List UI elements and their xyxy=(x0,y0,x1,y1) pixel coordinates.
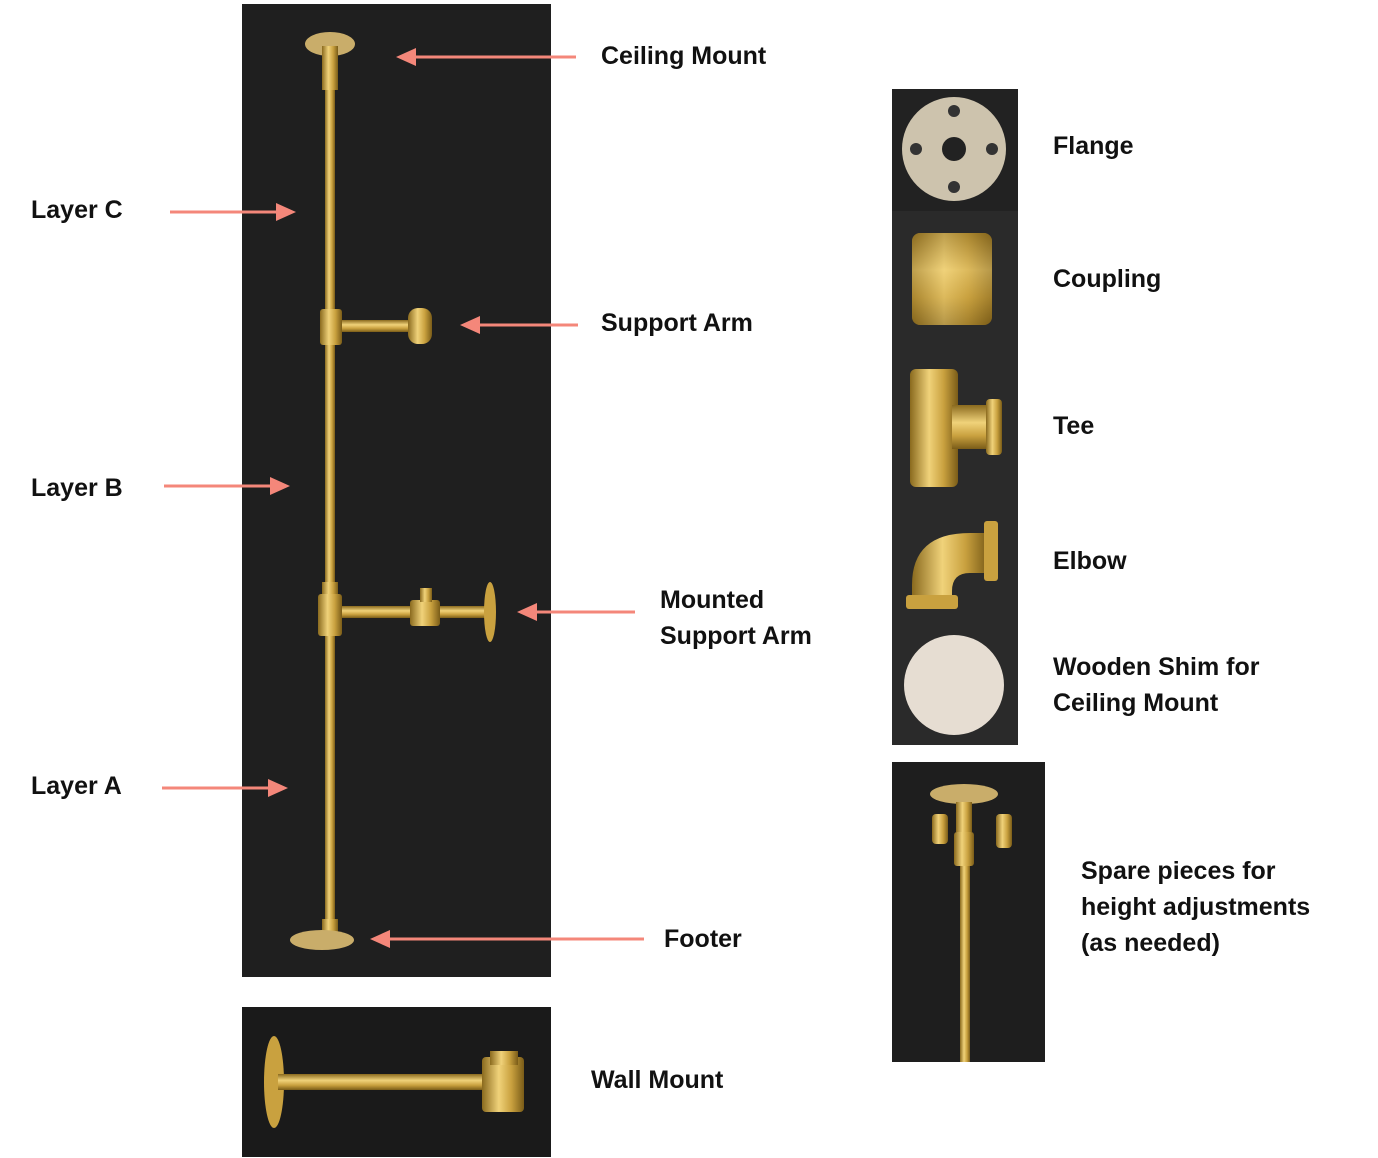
elbow-photo xyxy=(892,503,1018,625)
label-coupling: Coupling xyxy=(1053,265,1162,293)
label-support-arm: Support Arm xyxy=(601,309,753,337)
arrow-layer-b xyxy=(164,477,290,495)
label-mounted-support-arm-line1: Mounted xyxy=(660,586,765,614)
label-spare-line2: height adjustments xyxy=(1081,893,1311,921)
footer-flange xyxy=(290,919,354,950)
spare-pieces-photo xyxy=(892,762,1045,1062)
label-flange: Flange xyxy=(1053,132,1134,160)
arrow-ceiling-mount xyxy=(396,48,576,66)
label-tee: Tee xyxy=(1053,412,1095,440)
arrow-layer-c xyxy=(170,203,296,221)
label-footer: Footer xyxy=(664,925,742,953)
label-spare-line1: Spare pieces for xyxy=(1081,857,1276,885)
shim-photo xyxy=(892,625,1018,745)
vertical-pipe xyxy=(325,90,335,930)
assembly-photo xyxy=(242,4,551,977)
label-mounted-support-arm-line2: Support Arm xyxy=(660,622,812,650)
tee-photo xyxy=(892,353,1018,503)
label-shim-line2: Ceiling Mount xyxy=(1053,689,1219,717)
arrow-support-arm xyxy=(460,316,578,334)
arrow-layer-a xyxy=(162,779,288,797)
flange-photo xyxy=(892,89,1018,211)
label-layer-b: Layer B xyxy=(31,474,123,502)
wall-mount-photo xyxy=(242,1007,551,1157)
label-layer-a: Layer A xyxy=(31,772,122,800)
label-wall-mount: Wall Mount xyxy=(591,1066,724,1094)
coupling-photo xyxy=(892,211,1018,353)
label-elbow: Elbow xyxy=(1053,547,1127,575)
support-arm xyxy=(320,308,432,345)
arrow-footer xyxy=(370,930,644,948)
arrow-mounted-support-arm xyxy=(517,603,635,621)
label-ceiling-mount: Ceiling Mount xyxy=(601,42,767,70)
label-shim-line1: Wooden Shim for xyxy=(1053,653,1260,681)
label-layer-c: Layer C xyxy=(31,196,123,224)
mounted-support-arm xyxy=(318,582,496,642)
label-spare-line3: (as needed) xyxy=(1081,929,1220,957)
ceiling-flange xyxy=(305,32,355,90)
